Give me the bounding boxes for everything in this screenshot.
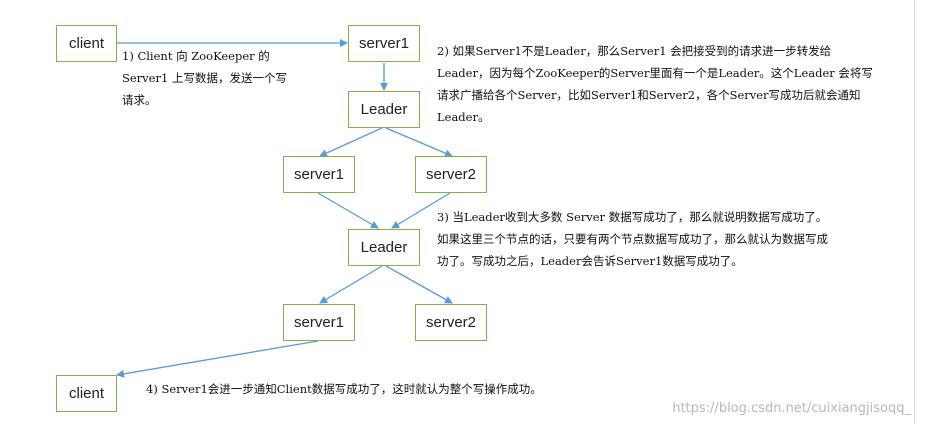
arrow-leader-to-server2-mid: [385, 127, 453, 157]
right-border-line: [914, 0, 915, 424]
leader-node-1: Leader: [348, 91, 420, 128]
arrow-server1-mid-to-leader: [317, 192, 379, 229]
step4-note: 4) Server1会进一步通知Client数据写成功了，这时就认为整个写操作成…: [146, 382, 542, 396]
arrow-server1-bottom-to-client: [116, 340, 319, 378]
arrow-server2-mid-to-leader: [391, 192, 451, 229]
arrow-leader-to-server1-bottom: [319, 265, 383, 304]
server1-node-top: server1: [348, 25, 420, 62]
server2-node-bottom: server2: [415, 304, 487, 341]
step1-note: 1) Client 向 ZooKeeper 的 Server1 上写数据，发送一…: [122, 49, 287, 107]
step3-note: 3) 当Leader收到大多数 Server 数据写成功了，那么就说明数据写成功…: [437, 210, 828, 268]
server1-node-bottom: server1: [283, 304, 355, 341]
client-node-bottom: client: [56, 375, 117, 412]
watermark: https://blog.csdn.net/cuixiangjisoqq_: [672, 401, 911, 416]
server1-node-mid: server1: [283, 156, 355, 193]
arrow-leader-to-server1-mid: [319, 127, 383, 157]
server2-node-mid: server2: [415, 156, 487, 193]
step2-note: 2) 如果Server1不是Leader，那么Server1 会把接受到的请求进…: [437, 44, 873, 124]
client-node-top: client: [56, 25, 117, 62]
leader-node-2: Leader: [348, 229, 420, 266]
arrow-leader-to-server2-bottom: [385, 265, 453, 304]
